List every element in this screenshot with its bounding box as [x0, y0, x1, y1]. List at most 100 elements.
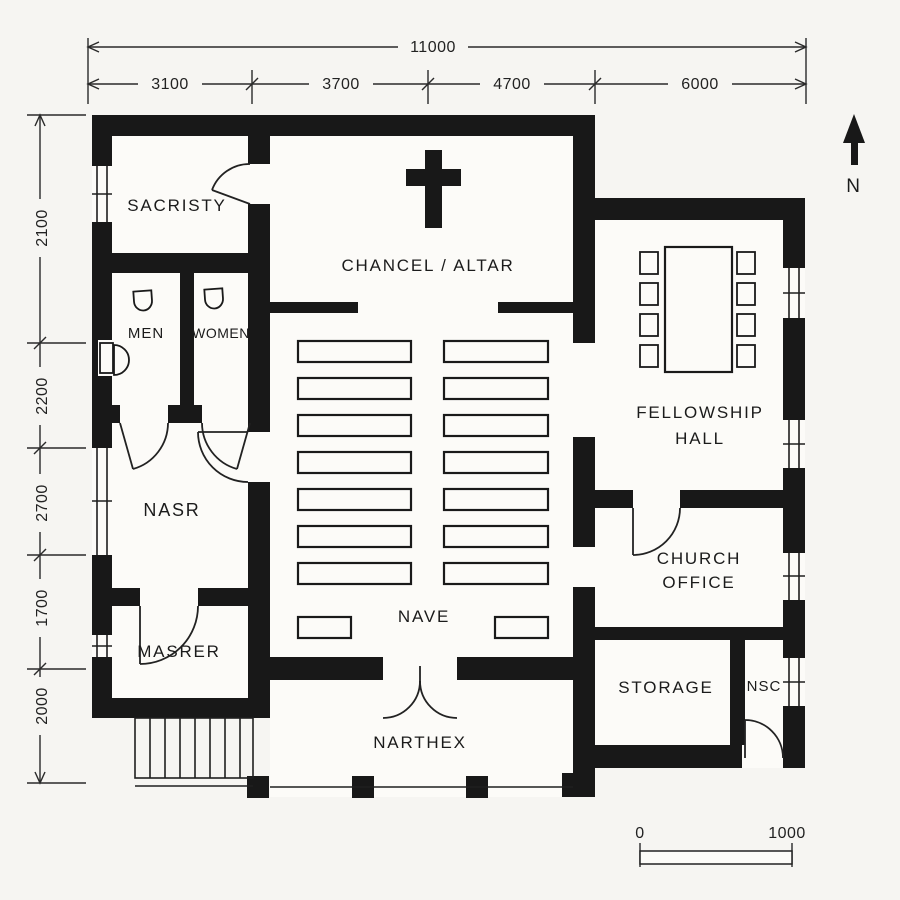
pew-short: [296, 615, 353, 640]
wall-nave-west-2: [248, 204, 270, 432]
room-label-fellowship-line1: FELLOWSHIP: [636, 403, 764, 422]
chair: [736, 251, 756, 275]
dim-segment-6000: 6000: [681, 76, 719, 93]
porch-column-1: [247, 776, 269, 798]
room-label-nasr: NASR: [143, 500, 200, 520]
pew: [296, 561, 413, 586]
room-label-fellowship-line2: HALL: [675, 429, 725, 448]
dim-segment-4700: 4700: [493, 76, 531, 93]
pew: [296, 450, 413, 475]
dim-segment-2200: 2200: [34, 377, 51, 415]
chair: [639, 313, 659, 337]
wall-right-1: [783, 198, 805, 268]
wall-right-2: [783, 318, 805, 420]
wall-nasr-bottom-2: [198, 588, 270, 606]
room-label-masrer: MASRER: [137, 642, 221, 661]
wall-wc-bottom-1: [92, 405, 120, 423]
chair: [736, 313, 756, 337]
room-label-chancel-altar: CHANCEL / ALTAR: [341, 256, 514, 275]
room-label-storage: STORAGE: [618, 678, 713, 697]
window-nsc: [783, 658, 805, 706]
room-labels: SACRISTY MEN WOMEN CHANCEL / ALTAR NASR …: [127, 196, 782, 752]
pew: [442, 413, 550, 438]
dim-segment-3100: 3100: [151, 76, 189, 93]
room-label-nave: NAVE: [398, 607, 450, 626]
wall-masrer-bottom: [92, 698, 270, 718]
north-label: N: [846, 176, 862, 197]
doors: [119, 163, 784, 768]
fellowship-table-set: [639, 245, 756, 374]
wall-nave-west-1: [248, 136, 270, 164]
scale-bar: 0 1000: [635, 825, 806, 867]
window-fellowship-2: [783, 420, 805, 468]
windows: [92, 166, 805, 706]
wall-nave-east-3: [573, 587, 595, 773]
wall-fellowship-top: [595, 198, 805, 220]
room-label-nsc: NSC: [747, 678, 782, 695]
restroom-fixtures: [98, 287, 224, 376]
scale-min-label: 0: [635, 825, 644, 842]
sink-icon: [132, 289, 153, 312]
wall-right-3: [783, 468, 805, 553]
chair: [639, 282, 659, 306]
table: [663, 245, 734, 374]
door-office: [632, 507, 681, 556]
door-nsc: [742, 719, 784, 768]
room-label-office-line1: CHURCH: [657, 549, 741, 568]
pew: [442, 376, 550, 401]
dimension-left: 2100 2200 2700 1700 2000: [27, 113, 86, 785]
chair: [736, 282, 756, 306]
room-label-office-line2: OFFICE: [662, 573, 735, 592]
wall-office-storage: [595, 627, 783, 640]
wall-nave-bottom-1: [270, 657, 383, 680]
pew: [442, 524, 550, 549]
pew: [296, 487, 413, 512]
dim-segment-2100: 2100: [34, 209, 51, 247]
cross-symbol: [406, 150, 461, 228]
wall-nave-east-2: [573, 437, 595, 547]
pew: [442, 339, 550, 364]
pew: [442, 487, 550, 512]
wall-storage-bottom-2: [783, 745, 805, 768]
door-sacristy: [211, 163, 251, 205]
door-women: [201, 422, 251, 470]
wall-chancel-rail-right: [498, 302, 573, 313]
wall-openings: [573, 343, 595, 587]
dim-segment-2700: 2700: [34, 484, 51, 522]
dimension-top: 11000 3100 3700 4700 6000: [86, 38, 808, 104]
room-label-sacristy: SACRISTY: [127, 196, 226, 215]
dim-overall-width: 11000: [410, 39, 456, 56]
wall-nave-east-1: [573, 136, 595, 343]
wall-wc-bottom-2: [168, 405, 202, 423]
room-label-men: MEN: [128, 325, 164, 342]
pew-short: [493, 615, 550, 640]
wall-men-women-divider: [180, 253, 194, 405]
wall-nave-bottom-2: [457, 657, 573, 680]
door-nasr: [197, 431, 249, 483]
walls: [92, 115, 805, 798]
wall-nasr-bottom-1: [92, 588, 140, 606]
wall-top: [92, 115, 595, 136]
pew: [296, 524, 413, 549]
chair: [639, 251, 659, 275]
window-office: [783, 553, 805, 600]
pews: [296, 339, 550, 640]
door-men: [119, 422, 169, 470]
room-label-women: WOMEN: [192, 325, 250, 341]
wall-chancel-rail-left: [270, 302, 358, 313]
scale-max-label: 1000: [768, 825, 806, 842]
window-masrer: [92, 635, 112, 657]
wall-office-top-1: [595, 490, 633, 508]
pew: [296, 376, 413, 401]
pew: [296, 339, 413, 364]
north-arrow-icon: N: [843, 114, 865, 197]
room-label-narthex: NARTHEX: [373, 733, 467, 752]
chair: [639, 344, 659, 368]
wall-right-4: [783, 600, 805, 658]
dim-segment-1700: 1700: [34, 589, 51, 627]
dim-segment-2000: 2000: [34, 687, 51, 725]
window-fellowship-1: [783, 268, 805, 318]
wall-storage-nsc-divider: [730, 640, 745, 745]
pew: [296, 413, 413, 438]
